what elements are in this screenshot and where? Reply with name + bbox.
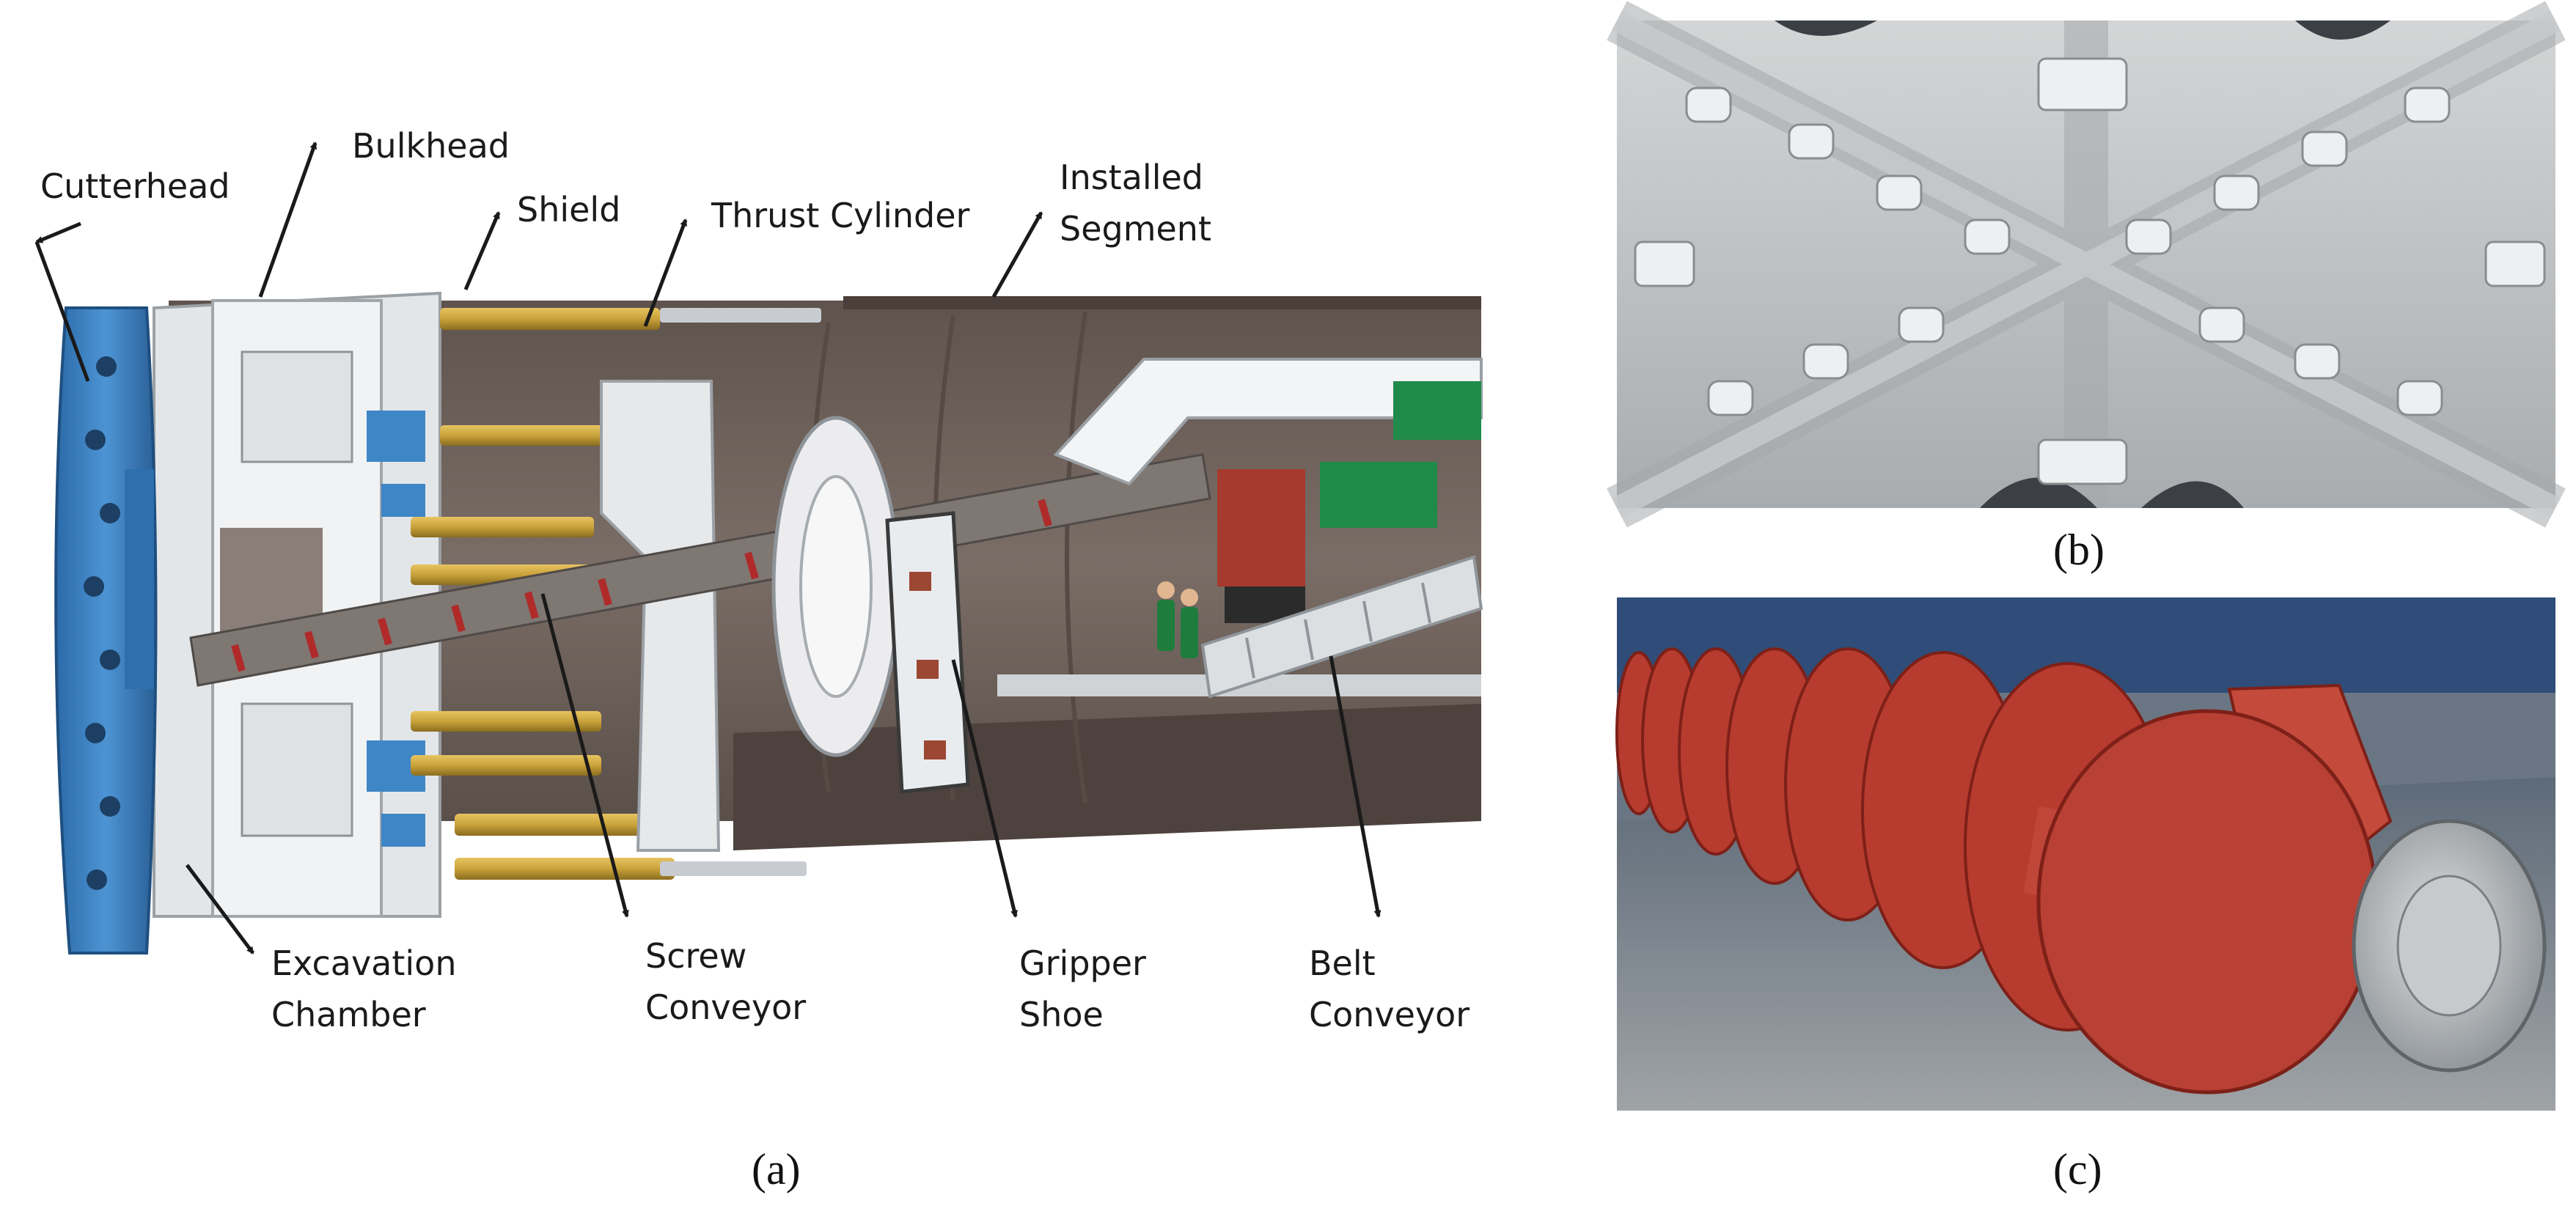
label-screw-conveyor-line2: Conveyor bbox=[645, 987, 806, 1027]
drive-motor-upper bbox=[367, 411, 425, 462]
green-power-pack-lower bbox=[1320, 462, 1437, 528]
gripper-shoe-pad-1 bbox=[909, 572, 931, 591]
cutterhead-face-photo: (b) bbox=[1607, 1, 2566, 574]
label-installed-segment-line1: Installed bbox=[1060, 158, 1203, 197]
label-cutterhead: Cutterhead bbox=[40, 166, 230, 206]
screw-conveyor-arrow bbox=[540, 593, 629, 918]
label-shield: Shield bbox=[517, 190, 620, 229]
bulkhead-arrow bbox=[258, 141, 318, 298]
belt-conveyor bbox=[1200, 555, 1483, 699]
tunnel-lining-top-edge bbox=[843, 296, 1481, 309]
workers bbox=[1157, 581, 1198, 658]
thrust-cylinders bbox=[411, 308, 821, 880]
installed-segment-arrow bbox=[991, 211, 1043, 298]
gripper-shoe bbox=[885, 511, 970, 794]
screw-conveyor-photo: (c) bbox=[1615, 597, 2555, 1193]
gripper-shoe-arrow bbox=[951, 659, 1018, 918]
label-excavation-chamber-line2: Chamber bbox=[271, 995, 426, 1034]
drive-motor-upper-2 bbox=[381, 484, 425, 517]
label-belt-conveyor-line1: Belt bbox=[1309, 943, 1376, 983]
screw-end-hub bbox=[2396, 875, 2502, 1017]
thrust-cylinder-arrow bbox=[643, 218, 688, 327]
belt-conveyor-arrow bbox=[1329, 655, 1381, 918]
green-power-pack-upper bbox=[1393, 381, 1481, 440]
drive-motor-lower-2 bbox=[381, 814, 425, 847]
cutterhead bbox=[54, 306, 158, 954]
label-excavation-chamber-line1: Excavation bbox=[271, 943, 456, 983]
label-bulkhead: Bulkhead bbox=[352, 126, 510, 166]
red-power-unit bbox=[1217, 469, 1305, 586]
label-thrust-cylinder: Thrust Cylinder bbox=[711, 196, 970, 235]
belt-conveyor-rails bbox=[1245, 582, 1431, 679]
bulkhead-housing-upper bbox=[241, 350, 353, 463]
label-gripper-shoe-line2: Shoe bbox=[1019, 995, 1104, 1034]
gripper-shoe-pad-2 bbox=[917, 660, 939, 679]
bulkhead-housing-lower bbox=[241, 702, 353, 837]
label-screw-conveyor-line1: Screw bbox=[645, 936, 746, 976]
caption-c: (c) bbox=[2053, 1145, 2102, 1193]
segment-erector-ring-inner bbox=[799, 475, 873, 698]
cutterhead-arrow-leader bbox=[34, 241, 90, 382]
screw-flight-large bbox=[2036, 709, 2378, 1095]
tbm-cutaway-diagram: Cutterhead Bulkhead Shield Thrust Cylind… bbox=[34, 126, 1483, 1193]
shield-arrow bbox=[463, 211, 501, 290]
caption-a: (a) bbox=[752, 1145, 801, 1193]
cutterhead-arrow bbox=[35, 221, 81, 244]
caption-b: (b) bbox=[2053, 526, 2105, 574]
gripper-shoe-pad-3 bbox=[924, 740, 946, 759]
label-belt-conveyor-line2: Conveyor bbox=[1309, 995, 1469, 1034]
label-installed-segment-line2: Segment bbox=[1060, 209, 1211, 249]
label-gripper-shoe-line1: Gripper bbox=[1019, 943, 1146, 983]
excavation-chamber-arrow bbox=[186, 864, 254, 954]
erector-frame bbox=[600, 380, 721, 852]
